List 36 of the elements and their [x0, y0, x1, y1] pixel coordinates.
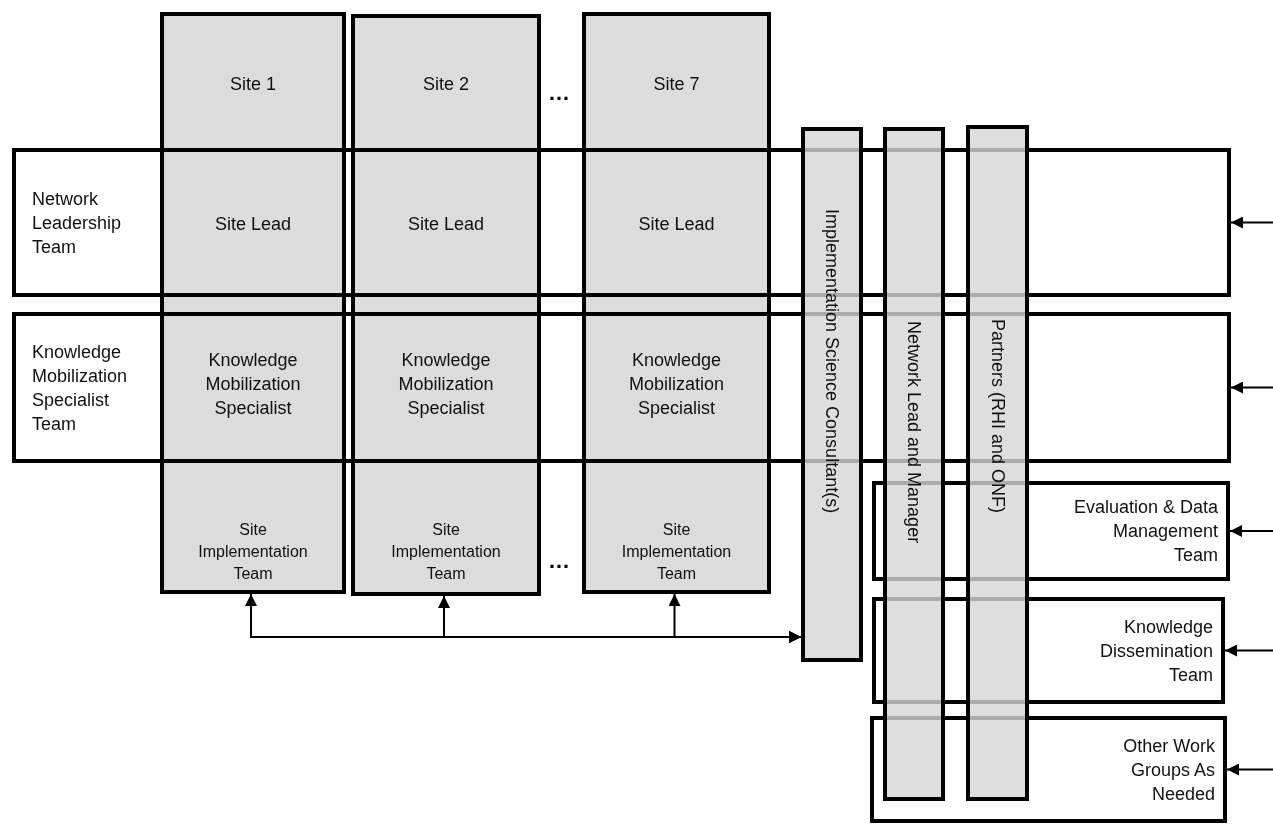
- team-label: Knowledge Dissemination Team: [1098, 615, 1213, 687]
- arrow: [1230, 216, 1273, 229]
- team-label: Other Work Groups As Needed: [1122, 734, 1215, 806]
- site-heading: Site 2: [422, 73, 470, 96]
- site-heading: Site 7: [652, 73, 701, 96]
- role-label: Site Lead: [213, 213, 293, 236]
- vertical-team-bar: [966, 125, 1029, 801]
- work-group-box: [870, 716, 1227, 823]
- team-label: Partners (RHI and ONF): [986, 319, 1009, 514]
- role-label: Site Lead: [406, 213, 486, 236]
- arrow: [1226, 763, 1273, 776]
- role-label: Knowledge Mobilization Specialist: [397, 349, 495, 420]
- ellipsis-mark: …: [548, 548, 570, 574]
- arrow: [668, 593, 802, 643]
- arrow: [1230, 381, 1273, 394]
- role-label: Site Lead: [637, 213, 716, 236]
- team-label: Implementation Science Consultant(s): [821, 209, 843, 514]
- role-label: Site Implementation Team: [197, 520, 309, 584]
- team-label: Network Lead and Manager: [903, 321, 925, 544]
- role-label: Site Implementation Team: [390, 520, 502, 584]
- role-label: Knowledge Mobilization Specialist: [204, 349, 302, 420]
- ellipsis-mark: …: [548, 80, 570, 106]
- site-column-panel: [582, 12, 771, 594]
- arrow: [1229, 525, 1273, 537]
- site-column-panel: [160, 12, 346, 594]
- team-label: Evaluation & Data Management Team: [1072, 496, 1218, 567]
- arrow: [1224, 644, 1273, 657]
- site-column-panel: [351, 14, 541, 596]
- vertical-team-bar: [801, 127, 863, 662]
- site-heading: Site 1: [229, 73, 277, 96]
- vertical-team-bar: [883, 127, 945, 801]
- role-label: Site Implementation Team: [620, 520, 733, 584]
- team-label: Network Leadership Team: [32, 187, 123, 259]
- role-label: Knowledge Mobilization Specialist: [627, 349, 725, 420]
- work-group-box: [872, 597, 1225, 704]
- team-label: Knowledge Mobilization Specialist Team: [32, 340, 129, 436]
